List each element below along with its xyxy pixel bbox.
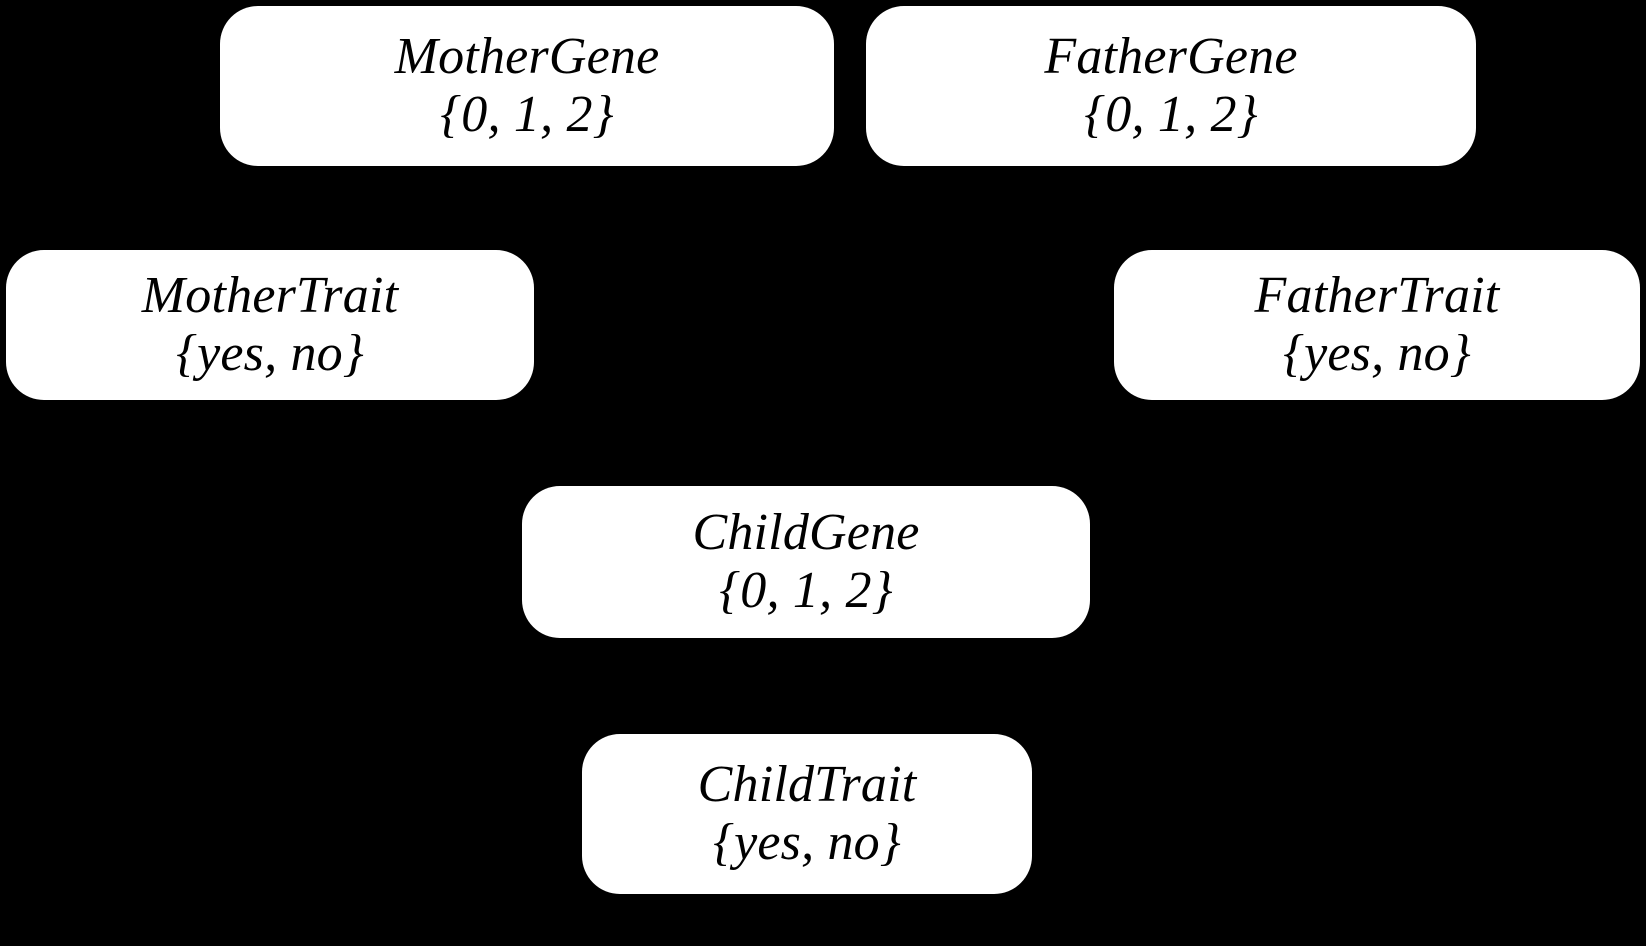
node-mother-trait[interactable]: MotherTrait {yes, no} bbox=[6, 250, 534, 400]
node-child-trait-label: ChildTrait bbox=[697, 755, 917, 813]
node-father-trait-domain: {yes, no} bbox=[1283, 325, 1471, 382]
node-father-gene-domain: {0, 1, 2} bbox=[1084, 86, 1258, 143]
node-mother-trait-domain: {yes, no} bbox=[176, 325, 364, 382]
node-mother-gene-label: MotherGene bbox=[394, 27, 660, 85]
node-father-gene-label: FatherGene bbox=[1044, 27, 1298, 85]
node-child-gene-label: ChildGene bbox=[692, 503, 920, 561]
node-mother-trait-label: MotherTrait bbox=[141, 266, 399, 324]
node-father-gene[interactable]: FatherGene {0, 1, 2} bbox=[866, 6, 1476, 166]
node-child-gene-domain: {0, 1, 2} bbox=[719, 562, 893, 619]
node-mother-gene-domain: {0, 1, 2} bbox=[440, 86, 614, 143]
node-child-gene[interactable]: ChildGene {0, 1, 2} bbox=[522, 486, 1090, 638]
node-child-trait-domain: {yes, no} bbox=[713, 814, 901, 871]
node-father-trait[interactable]: FatherTrait {yes, no} bbox=[1114, 250, 1640, 400]
node-father-trait-label: FatherTrait bbox=[1254, 266, 1500, 324]
node-mother-gene[interactable]: MotherGene {0, 1, 2} bbox=[220, 6, 834, 166]
node-child-trait[interactable]: ChildTrait {yes, no} bbox=[582, 734, 1032, 894]
